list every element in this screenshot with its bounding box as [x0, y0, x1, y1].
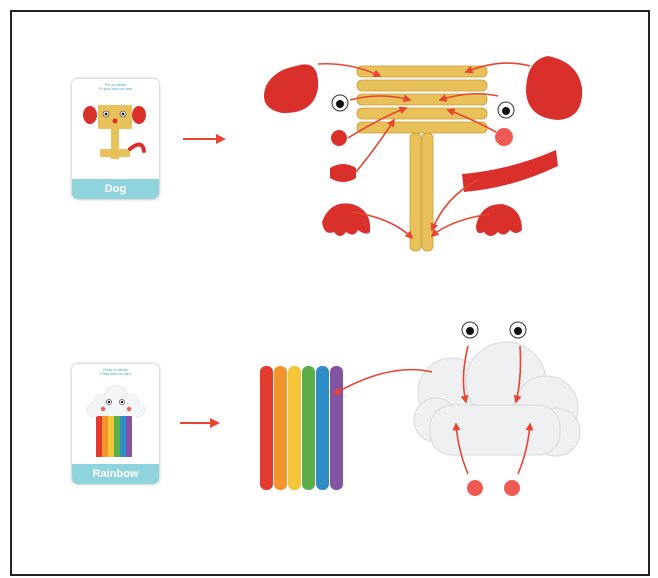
dog-nose: [331, 130, 347, 146]
dog-paw-left: [322, 203, 370, 236]
dog-ear-left: [264, 64, 318, 113]
dog-mouth: [330, 164, 356, 182]
cloud-eye-left: [462, 322, 478, 338]
cloud-cheek-left: [467, 480, 483, 496]
dog-paw-right: [476, 204, 522, 236]
dog-eye-right: [498, 102, 514, 118]
dog-cheek-right: [495, 128, 513, 146]
cloud-eye-right: [510, 322, 526, 338]
dog-tail: [462, 150, 558, 192]
cloud-cheek-right: [504, 480, 520, 496]
cloud-felt: [414, 342, 580, 456]
rainbow-sticks: [260, 366, 343, 490]
dog-ear-right: [526, 56, 582, 120]
dog-eye-left: [332, 95, 348, 111]
